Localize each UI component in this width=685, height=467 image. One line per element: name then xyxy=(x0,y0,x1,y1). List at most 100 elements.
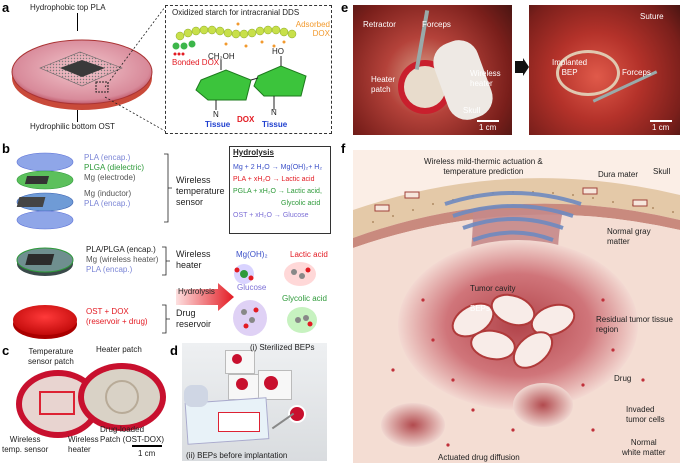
heater-layer-labels: PLA/PLGA (encap.) Mg (wireless heater) P… xyxy=(86,245,158,275)
dox-label: DOX xyxy=(237,115,255,124)
product-glycolic: Glycolic acid xyxy=(282,294,327,303)
reaction: PLA + xH₂O → Lactic acid xyxy=(233,176,315,183)
tissue-left-label: Tissue xyxy=(205,120,231,129)
panel-label-e: e xyxy=(341,0,349,15)
layer-label: Mg (inductor) xyxy=(84,189,132,198)
dura-mater-label: Dura mater xyxy=(598,170,639,179)
heater-stack xyxy=(16,247,74,276)
inset-box xyxy=(165,5,332,134)
implanted-site xyxy=(556,50,620,96)
forceps-left-label: Forceps xyxy=(422,20,451,29)
tumor-cavity-label: Tumor cavity xyxy=(470,284,516,293)
scale-bar xyxy=(132,445,162,447)
next-arrow xyxy=(515,58,529,76)
skull-label-e: Skull xyxy=(463,106,481,115)
patches-photo xyxy=(16,363,166,438)
sensor-label: Wireless temperature sensor xyxy=(176,175,225,207)
oxidized-starch-diagram xyxy=(172,22,307,110)
heater-label: Wireless heater xyxy=(176,249,211,270)
wireless-heater-label-e: Wireless heater xyxy=(470,69,501,88)
panel-label-a: a xyxy=(2,0,10,15)
sensor-bracket xyxy=(164,153,172,223)
normal-gray-label: Normal gray matter xyxy=(607,227,651,246)
drug-diffusion-label: Actuated drug diffusion xyxy=(438,453,520,462)
heater-patch-label-e: Heater patch xyxy=(371,75,396,94)
layer-label: PLA/PLGA (encap.) xyxy=(86,245,156,254)
implanted-bep-label: Implanted BEP xyxy=(552,58,588,77)
scale-label-right: 1 cm xyxy=(652,123,670,132)
panel-label-b: b xyxy=(2,141,10,156)
pouch-patch xyxy=(236,378,248,390)
hydrolysis-arrow xyxy=(176,283,234,311)
forceps-right-label: Forceps xyxy=(622,68,651,77)
suture-label: Suture xyxy=(640,12,664,21)
pouch-label-sticker xyxy=(218,412,260,432)
layer-label: PLA (encap.) xyxy=(86,265,133,274)
label-pointer xyxy=(77,110,78,122)
scale-label-c: 1 cm xyxy=(138,449,156,458)
drug-loaded-label: Drug-loaded Patch (OST-DOX) xyxy=(100,425,165,444)
layer-label: Mg (electrode) xyxy=(84,173,136,182)
n-label-2: N xyxy=(271,108,277,117)
label-pointer xyxy=(77,13,78,31)
hydrolysis-reactions: Mg + 2 H₂O → Mg(OH)₂+ H₂ PLA + xH₂O → La… xyxy=(233,162,322,222)
layer-label: PLA (encap.) xyxy=(84,199,131,208)
drug-label: Drug xyxy=(614,374,632,383)
wireless-heater-label-c: Wireless heater xyxy=(68,435,99,454)
layer-label: PLGA (dielectric) xyxy=(84,163,145,172)
scale-bar-left xyxy=(477,120,499,122)
brain-schematic xyxy=(353,150,680,463)
inset-title: Oxidized starch for intracranial DDS xyxy=(172,8,300,17)
reservoir-text: OST + DOX (reservoir + drug) xyxy=(86,307,148,326)
tissue-right-label: Tissue xyxy=(262,120,288,129)
scale-bar-right xyxy=(650,120,672,122)
pouch-patch xyxy=(232,354,242,364)
device-illustration xyxy=(11,39,153,110)
sensor-layer-stack xyxy=(16,152,74,230)
reaction: OST + xH₂O → Glucose xyxy=(233,212,309,219)
sensor-layer-labels: PLA (encap.) PLGA (dielectric) Mg (elect… xyxy=(84,152,144,208)
hydrolysis-products xyxy=(233,262,317,336)
bonded-dox-label: Bonded DOX xyxy=(172,58,220,67)
reservoir-bracket xyxy=(162,304,170,334)
heater-patch-label: Heater patch xyxy=(96,345,142,354)
reaction: PGLA + xH₂O → Lactic acid, xyxy=(233,188,322,195)
product-glucose: Glucose xyxy=(237,283,267,292)
hydrophobic-top-label: Hydrophobic top PLA xyxy=(30,3,106,12)
heater-bracket xyxy=(162,246,170,276)
reaction: Mg + 2 H₂O → Mg(OH)₂+ H₂ xyxy=(233,164,323,171)
panel-label-f: f xyxy=(341,141,346,156)
sterilized-label: (i) Sterilized BEPs xyxy=(250,343,315,352)
hydrolysis-title: Hydrolysis xyxy=(233,148,274,157)
n-label-1: N xyxy=(213,110,219,119)
retractor-label: Retractor xyxy=(363,20,396,29)
scale-label-left: 1 cm xyxy=(479,123,497,132)
pouch-patch xyxy=(264,376,278,390)
adsorbed-dox-label: Adsorbed DOX xyxy=(295,20,330,38)
reservoir-label: Drug reservoir xyxy=(176,308,212,329)
panel-label-d: d xyxy=(170,343,178,358)
ho-label: HO xyxy=(272,47,284,56)
hydrophilic-bottom-label: Hydrophilic bottom OST xyxy=(30,122,115,131)
temp-patch-label: Temperature sensor patch xyxy=(28,347,74,366)
wireless-temp-label: Wireless temp. sensor xyxy=(2,435,49,454)
before-implantation-label: (ii) BEPs before implantation xyxy=(186,451,288,460)
gloved-hand xyxy=(184,385,208,407)
hydrolysis-arrow-label: Hydrolysis xyxy=(178,287,215,296)
layer-label: PLA (encap.) xyxy=(84,153,131,162)
product-mgoh: Mg(OH)₂ xyxy=(236,250,268,259)
actuation-title: Wireless mild-thermic actuation & temper… xyxy=(424,157,543,176)
drug-reservoir-disc xyxy=(13,305,77,339)
panel-label-c: c xyxy=(2,343,10,358)
skull-label-f: Skull xyxy=(653,167,671,176)
beps-label: BEPs xyxy=(470,304,491,313)
ch2oh-label: CH₂OH xyxy=(208,52,235,61)
invaded-cells-label: Invaded tumor cells xyxy=(626,405,665,424)
reaction: Glycolic acid xyxy=(281,200,321,207)
normal-white-label: Normal white matter xyxy=(622,438,666,457)
product-lactic: Lactic acid xyxy=(290,250,328,259)
hydrolysis-box xyxy=(229,146,331,234)
callout-lines xyxy=(104,6,166,132)
residual-tumor-label: Residual tumor tissue region xyxy=(596,315,673,334)
layer-label: Mg (wireless heater) xyxy=(86,255,159,264)
